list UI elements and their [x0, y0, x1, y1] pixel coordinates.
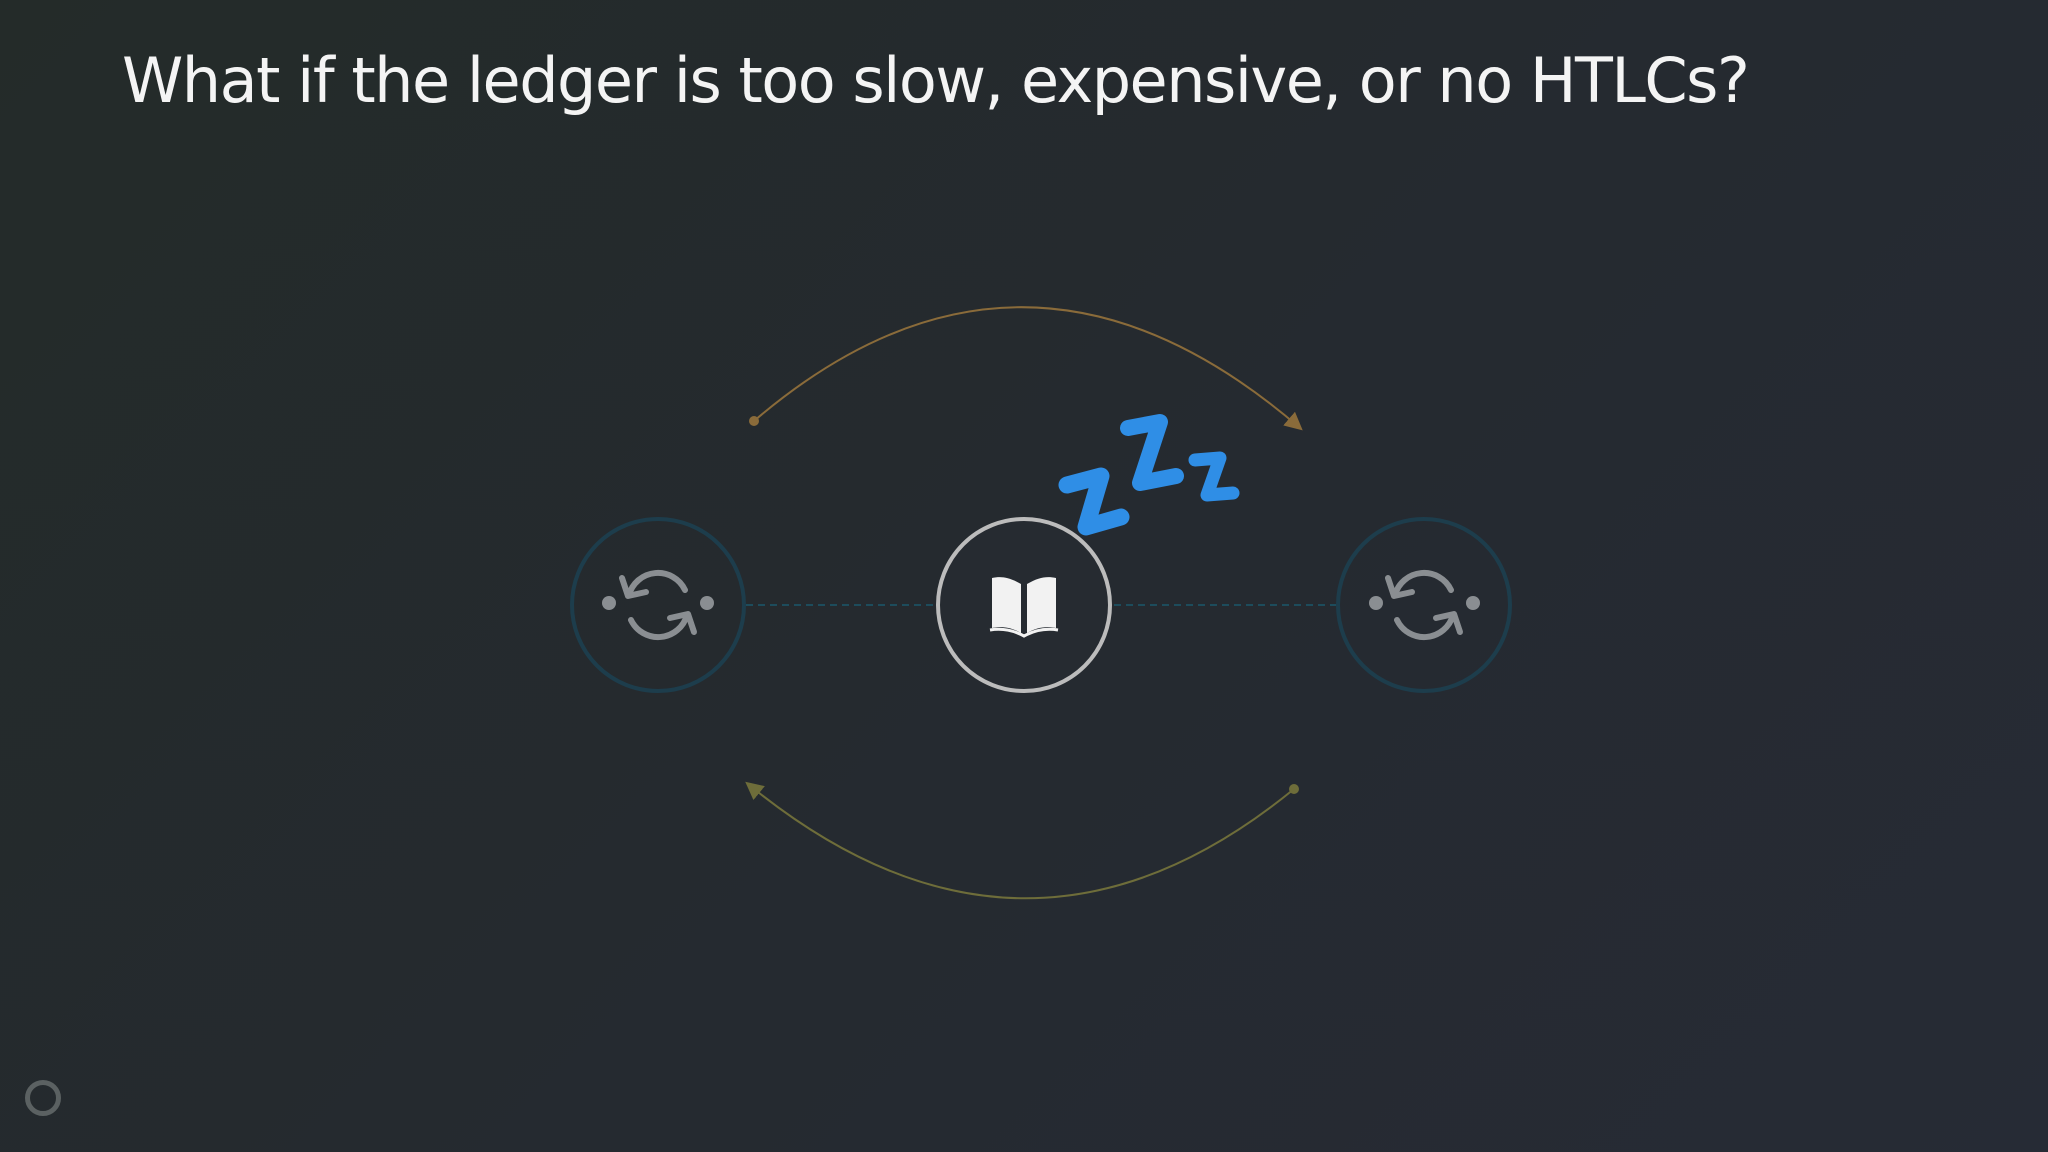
left-port-dot [1369, 596, 1383, 610]
progress-ring-icon [25, 1080, 61, 1116]
bottom-flow-arrow [745, 781, 1299, 900]
left-connector-ring [570, 517, 746, 693]
right-connector-ring [1336, 517, 1512, 693]
left-connector-node [570, 517, 746, 693]
open-book-icon [989, 577, 1059, 638]
slide-title: What if the ledger is too slow, expensiv… [122, 44, 1750, 117]
zzz-sleeping-icon [1058, 414, 1240, 536]
right-port-dot [700, 596, 714, 610]
right-connector-node [1336, 517, 1512, 693]
sync-icon [619, 569, 697, 641]
top-arc [753, 306, 1303, 431]
top-flow-arrow [749, 306, 1303, 431]
bottom-arc [745, 781, 1295, 900]
left-port-dot [602, 596, 616, 610]
ledger-ring [936, 517, 1112, 693]
sync-icon [1385, 569, 1463, 641]
right-port-dot [1466, 596, 1480, 610]
ledger-node [936, 517, 1112, 693]
